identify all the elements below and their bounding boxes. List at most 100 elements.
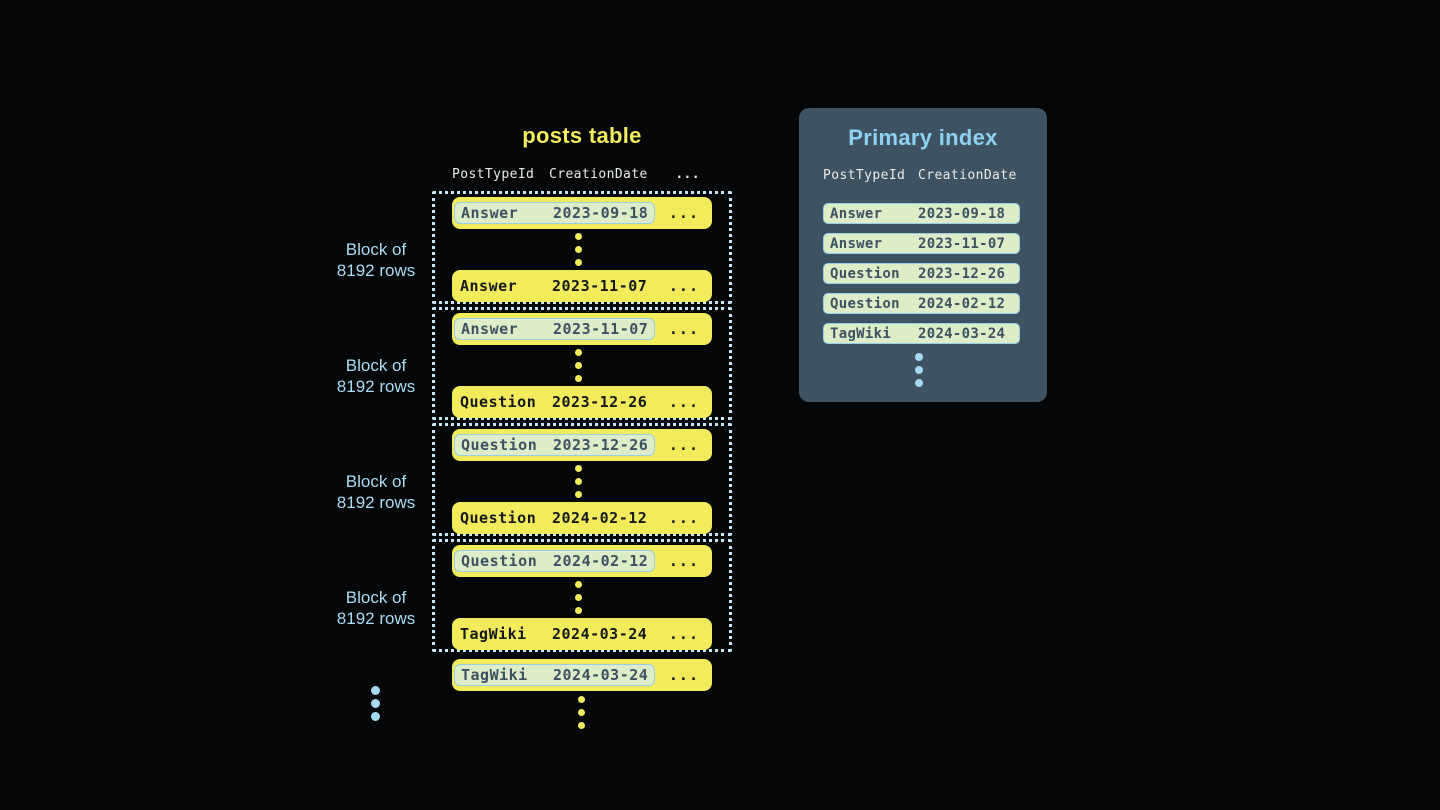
row-posttype: Answer — [461, 320, 519, 338]
dot — [575, 233, 582, 240]
row-more-ellipsis: ... — [668, 509, 699, 527]
column-header-posttypeid: PostTypeId — [823, 168, 906, 183]
row-posttype: TagWiki — [461, 666, 528, 684]
dot — [371, 686, 380, 695]
column-header-creationdate: CreationDate — [918, 168, 1017, 183]
row-posttype: Answer — [460, 277, 518, 295]
row-posttype: Question — [460, 509, 537, 527]
row-more-ellipsis: ... — [668, 666, 699, 684]
dot — [578, 709, 585, 716]
indexed-key-highlight: Question 2024-02-12 — [454, 550, 656, 572]
dot — [575, 375, 582, 382]
table-row: Answer 2023-09-18 ... — [452, 197, 712, 229]
column-header-creationdate: CreationDate — [549, 167, 648, 182]
row-creationdate: 2023-11-07 — [918, 235, 1006, 252]
row-creationdate: 2023-11-07 — [553, 320, 649, 338]
dot — [578, 696, 585, 703]
block-label-line1: Block of — [345, 240, 407, 259]
row-creationdate: 2023-12-26 — [553, 436, 649, 454]
row-posttype: Question — [461, 436, 538, 454]
block-label-3: Block of 8192 rows — [306, 471, 446, 513]
row-creationdate: 2023-12-26 — [918, 265, 1006, 282]
posts-table-column-headers: PostTypeId CreationDate ... — [452, 167, 712, 182]
primary-index-column-headers: PostTypeId CreationDate — [823, 168, 1017, 183]
table-row: Question 2024-02-12 ... — [452, 545, 712, 577]
dot — [575, 581, 582, 588]
dot — [371, 699, 380, 708]
row-posttype: Answer — [830, 205, 883, 222]
row-more-ellipsis: ... — [668, 320, 699, 338]
posts-table-title: posts table — [522, 123, 642, 148]
dot — [915, 353, 923, 361]
dot — [371, 712, 380, 721]
row-block-3: Question 2023-12-26 ... Question 2024-02-1… — [432, 423, 732, 536]
dot — [915, 366, 923, 374]
row-creationdate: 2023-09-18 — [553, 204, 649, 222]
row-more-ellipsis: ... — [668, 277, 699, 295]
dot — [575, 478, 582, 485]
row-block-4: Question 2024-02-12 ... TagWiki 2024-03-24… — [432, 539, 732, 652]
row-posttype: TagWiki — [830, 325, 892, 342]
block-label-line2: 8192 rows — [336, 377, 416, 396]
block-label-line1: Block of — [345, 356, 407, 375]
block-label-2: Block of 8192 rows — [306, 355, 446, 397]
more-rows-dots — [575, 465, 582, 498]
primary-index-title: Primary index — [848, 125, 998, 150]
dot — [575, 259, 582, 266]
row-posttype: Question — [460, 393, 537, 411]
row-more-ellipsis: ... — [668, 625, 699, 643]
more-index-entries-dots — [915, 353, 923, 387]
row-posttype: Answer — [461, 204, 519, 222]
row-creationdate: 2023-11-07 — [552, 277, 648, 295]
more-blocks-dots — [371, 686, 380, 721]
dot — [575, 362, 582, 369]
indexed-key-highlight: Answer 2023-11-07 — [454, 318, 656, 340]
row-more-ellipsis: ... — [668, 552, 699, 570]
row-more-ellipsis: ... — [668, 204, 699, 222]
dot — [915, 379, 923, 387]
row-creationdate: 2024-02-12 — [552, 509, 648, 527]
table-row: Question 2023-12-26 ... — [452, 429, 712, 461]
table-row: Question 2023-12-26 ... — [452, 386, 712, 418]
table-row: Question 2024-02-12 ... — [452, 502, 712, 534]
row-more-ellipsis: ... — [668, 436, 699, 454]
indexed-key-highlight: Answer 2023-09-18 — [454, 202, 656, 224]
column-header-more-ellipsis: ... — [675, 167, 700, 182]
block-label-1: Block of 8192 rows — [306, 239, 446, 281]
row-more-ellipsis: ... — [668, 393, 699, 411]
row-posttype: Question — [830, 265, 900, 282]
row-posttype: Answer — [830, 235, 883, 252]
row-creationdate: 2023-12-26 — [552, 393, 648, 411]
row-creationdate: 2024-03-24 — [918, 325, 1006, 342]
row-posttype: TagWiki — [460, 625, 527, 643]
row-block-2: Answer 2023-11-07 ... Question 2023-12-26 … — [432, 307, 732, 420]
block-label-line2: 8192 rows — [336, 261, 416, 280]
block-label-line2: 8192 rows — [336, 609, 416, 628]
dot — [575, 246, 582, 253]
row-creationdate: 2024-02-12 — [553, 552, 649, 570]
more-rows-dots — [575, 233, 582, 266]
dot — [575, 491, 582, 498]
primary-index-panel: Primary index PostTypeId CreationDate An… — [799, 108, 1047, 402]
dot — [575, 349, 582, 356]
row-posttype: Question — [461, 552, 538, 570]
row-block-1: Answer 2023-09-18 ... Answer 2023-11-07 ..… — [432, 191, 732, 304]
block-label-line1: Block of — [345, 472, 407, 491]
indexed-key-highlight: Question 2023-12-26 — [454, 434, 656, 456]
more-rows-dots — [578, 696, 585, 729]
index-entry: Question 2023-12-26 — [823, 263, 1020, 284]
row-creationdate: 2024-03-24 — [552, 625, 648, 643]
dot — [575, 607, 582, 614]
column-header-posttypeid: PostTypeId — [452, 167, 535, 182]
index-entry: TagWiki 2024-03-24 — [823, 323, 1020, 344]
more-rows-dots — [575, 581, 582, 614]
block-label-4: Block of 8192 rows — [306, 587, 446, 629]
table-row: Answer 2023-11-07 ... — [452, 270, 712, 302]
block-label-line2: 8192 rows — [336, 493, 416, 512]
row-creationdate: 2024-02-12 — [918, 295, 1006, 312]
